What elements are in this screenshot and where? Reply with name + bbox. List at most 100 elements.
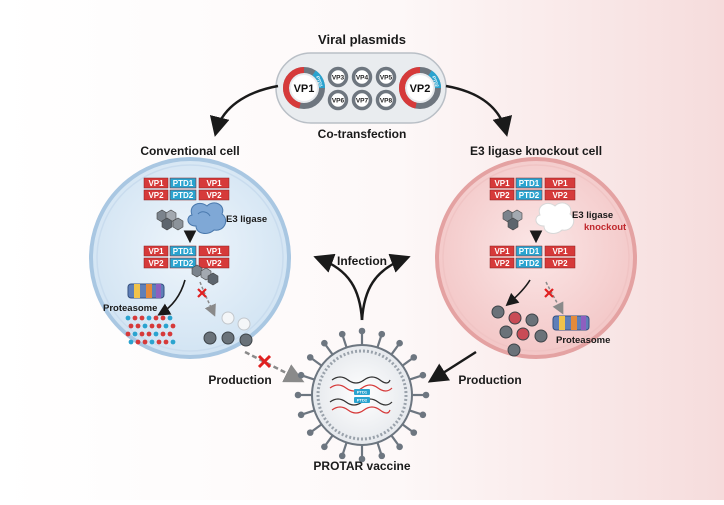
cotransfection-label: Co-transfection bbox=[318, 127, 407, 141]
ptd-label: PTD1 bbox=[519, 247, 540, 256]
virus-spike-head bbox=[410, 429, 418, 436]
infection-label: Infection bbox=[337, 254, 387, 268]
vp-label: VP2 bbox=[552, 259, 568, 268]
protar-vaccine-label: PROTAR vaccine bbox=[313, 459, 410, 473]
ptd-segment bbox=[515, 177, 543, 189]
proteasome-barrel-icon bbox=[552, 315, 590, 331]
assembled-capsids bbox=[491, 305, 548, 357]
proteasome-barrel-icon bbox=[127, 283, 165, 299]
e3-knockout-status: knockout bbox=[584, 222, 627, 233]
vp-segment bbox=[198, 257, 230, 269]
peptide-dot bbox=[128, 323, 134, 329]
ptd-segment bbox=[515, 257, 543, 269]
e3-ligase-ko-label: E3 ligase bbox=[572, 210, 613, 221]
vp-label: VP1 bbox=[206, 179, 222, 188]
virus-spike-head bbox=[396, 443, 403, 451]
plasmid-vp2-tag: PTD2 bbox=[431, 75, 440, 88]
peptide-dot bbox=[149, 339, 155, 345]
vp-segment bbox=[143, 177, 169, 189]
arrow-to-conventional bbox=[209, 84, 279, 137]
peptide-dot bbox=[125, 331, 131, 337]
capsid-hexagon-icon bbox=[502, 209, 523, 231]
vp-segment bbox=[198, 177, 230, 189]
virus-spike-head bbox=[306, 354, 314, 361]
proteasome-label: Proteasome bbox=[103, 303, 157, 314]
production-label-left: Production bbox=[208, 373, 271, 387]
vp-label: VP2 bbox=[494, 259, 510, 268]
vp-label: VP1 bbox=[494, 247, 510, 256]
vp-label: VP2 bbox=[206, 191, 222, 200]
plasmid-vp5-icon: VP5 bbox=[375, 66, 397, 88]
peptide-dot bbox=[170, 323, 176, 329]
ptd-label: PTD2 bbox=[173, 191, 194, 200]
svg-text:VP5: VP5 bbox=[380, 75, 393, 82]
virus-spike-head bbox=[294, 391, 302, 399]
infection-arrow-right bbox=[360, 253, 411, 321]
vp-segment bbox=[489, 189, 515, 201]
vp-segment bbox=[143, 245, 169, 257]
virus-spike-head bbox=[306, 429, 314, 436]
block-cross-icon bbox=[257, 354, 272, 369]
production-arrow-left bbox=[244, 350, 305, 383]
plasmid-vp2-icon: VP2 PTD2 bbox=[398, 67, 442, 109]
vp-label: VP1 bbox=[148, 179, 164, 188]
peptide-dot bbox=[160, 315, 166, 321]
vp-label: VP2 bbox=[494, 191, 510, 200]
viral-genome-icon: PTD1 PTD2 bbox=[329, 376, 393, 414]
plasmid-vp1-tag: PTD1 bbox=[315, 75, 324, 88]
peptide-dot bbox=[135, 339, 141, 345]
vp-segment bbox=[544, 189, 576, 201]
arrow-to-knockout bbox=[445, 84, 513, 137]
vp-label: VP1 bbox=[206, 247, 222, 256]
plasmid-vp1-icon: VP1 PTD1 bbox=[282, 67, 326, 109]
plasmid-vp7-icon: VP7 bbox=[351, 89, 373, 111]
svg-text:VP4: VP4 bbox=[356, 75, 369, 82]
ptd-label: PTD1 bbox=[519, 179, 540, 188]
peptide-dot bbox=[153, 315, 159, 321]
vp-segment bbox=[544, 257, 576, 269]
e3-ligase-label: E3 ligase bbox=[226, 214, 267, 225]
ptd-segment bbox=[515, 245, 543, 257]
plasmids-title: Viral plasmids bbox=[318, 32, 406, 47]
plasmid-vp1-label: VP1 bbox=[294, 83, 315, 95]
peptide-dot bbox=[170, 339, 176, 345]
ptd-segment bbox=[169, 189, 197, 201]
vp-segment bbox=[544, 245, 576, 257]
plasmid-vp4-icon: VP4 bbox=[351, 66, 373, 88]
ptd-segment bbox=[169, 257, 197, 269]
peptide-dot bbox=[149, 323, 155, 329]
virus-spike-head bbox=[358, 327, 366, 335]
virus-spike-head bbox=[297, 411, 305, 419]
peptide-dot bbox=[142, 339, 148, 345]
peptide-dot bbox=[128, 339, 134, 345]
peptide-dot bbox=[156, 323, 162, 329]
peptide-dot bbox=[132, 315, 138, 321]
vp-segment bbox=[489, 245, 515, 257]
virus-spike-head bbox=[410, 354, 418, 361]
e3-ligase-knockout-icon bbox=[535, 202, 575, 234]
peptide-dot bbox=[153, 331, 159, 337]
peptide-dot bbox=[139, 315, 145, 321]
virus-spike-head bbox=[358, 455, 366, 463]
ptd-segment bbox=[169, 245, 197, 257]
plasmid-vp6-icon: VP6 bbox=[327, 89, 349, 111]
plasmid-vp3-icon: VP3 bbox=[327, 66, 349, 88]
vp-label: VP2 bbox=[148, 191, 164, 200]
production-label-right: Production bbox=[458, 373, 521, 387]
protar-virion-icon: PTD1 PTD2 bbox=[294, 327, 430, 463]
vp-label: VP2 bbox=[148, 259, 164, 268]
virus-spike-head bbox=[419, 371, 427, 379]
ptd-label: PTD1 bbox=[173, 179, 194, 188]
e3-ligase-blob-icon bbox=[187, 202, 227, 234]
proteasome-ko-label: Proteasome bbox=[556, 335, 610, 346]
genome-ptd2: PTD2 bbox=[357, 398, 368, 403]
vp-label: VP2 bbox=[206, 259, 222, 268]
peptide-dot bbox=[146, 315, 152, 321]
knockout-cell-title: E3 ligase knockout cell bbox=[470, 144, 602, 158]
incomplete-capsids bbox=[203, 311, 253, 347]
genome-ptd1: PTD1 bbox=[357, 390, 368, 395]
conventional-cell-title: Conventional cell bbox=[140, 144, 239, 158]
